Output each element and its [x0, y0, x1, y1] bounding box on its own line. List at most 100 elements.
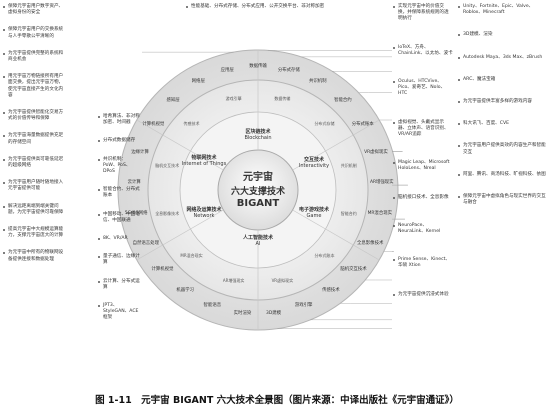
ring-label: 网络层	[191, 79, 205, 85]
spoke-line	[292, 119, 380, 171]
tech-iot: 物联网技术 Internet of Things	[178, 154, 230, 167]
left-mid-note: 哈希算法、非对称加密、时间戳	[98, 114, 140, 126]
ring-label: 共识机制	[308, 79, 327, 85]
ring-label: 感知层	[166, 97, 180, 103]
tech-ai-en: AI	[255, 241, 261, 247]
left-note: 提高元宇宙中大规模运算能力，支撑元宇宙庞大的计算	[3, 227, 65, 239]
inner-ring-label: 数据传输	[274, 96, 291, 102]
left-note: 保障元宇宙用户的交换系统与人手零散公平清晰的	[3, 27, 65, 39]
ring-label: 机器学习	[176, 288, 194, 294]
right-notes-column-b: Unity、Fortnite、Epic、Valve、Roblox、Minecra…	[458, 4, 550, 222]
ring-label: 分布式存储	[277, 67, 300, 73]
ring-label: 传感技术	[322, 288, 340, 294]
ring-label: 游戏引擎	[294, 303, 313, 309]
tech-blockchain-cn: 区块链技术	[245, 129, 271, 135]
right-notes-column-a: 实现元宇宙中的价值交换，并保障系统规则的透明执行 IoTeX、方舟、ChainLi…	[393, 4, 453, 320]
spoke-line	[136, 209, 224, 261]
inner-ring-label: 脑机交互技术	[155, 162, 180, 168]
left-note: 为元宇宙提供高可靠低延迟的超级网络	[3, 157, 65, 169]
inner-ring-label: MR混合现实	[180, 253, 203, 259]
top-notes: 性能基础、分布式存储、分布式应用、公开交换平台、非对称加密	[186, 4, 336, 15]
left-note: 为元宇宙用户随时随地接入元宇宙提供可能	[3, 180, 65, 192]
tech-interactivity-en: Interactivity	[298, 163, 330, 169]
ring-label: 自然语言处理	[132, 240, 159, 246]
left-note: 解决远距离端到端关键问题，为元宇宙提供可靠保障	[3, 204, 65, 216]
inner-ring-label: 分布式账本	[314, 253, 335, 259]
tech-ai: 人工智能技术 AI	[222, 234, 294, 247]
ring-label: 全息影像技术	[357, 240, 384, 246]
ring-label: 边缘计算	[131, 149, 149, 155]
inner-ring-label: 智能合约	[340, 211, 357, 217]
center-title-line3: BIGANT	[236, 198, 280, 209]
center-title: 元宇宙 六大支撑技术 BIGANT	[218, 168, 298, 209]
spoke-line	[136, 119, 224, 171]
inner-ring-label: VR虚拟现实	[271, 277, 294, 283]
ring-label: 脑机交互技术	[340, 267, 367, 273]
ring-label: 智能语音	[203, 303, 222, 309]
left-note: 为元宇宙海量数据提供充足的存储空间	[3, 133, 65, 145]
left-note: 为元宇宙提供智能化交易方式的价值传导和保障	[3, 110, 65, 122]
left-mid-note: 量子通信、边缘计算	[98, 254, 140, 266]
tech-iot-cn: 物联网技术	[191, 155, 217, 161]
ring-label: 计算机视觉	[151, 267, 174, 273]
right-note: 实现元宇宙中的价值交换，并保障系统规则的透明执行	[393, 4, 453, 23]
inner-ring-label: 分布式存储	[314, 120, 335, 126]
tech-game-cn: 电子游戏技术	[298, 207, 329, 213]
tech-blockchain-en: Blockchain	[244, 135, 272, 141]
ring-label: 应用层	[220, 67, 234, 73]
tech-game-en: Game	[306, 213, 322, 219]
tech-network: 网络及运算技术 Network	[178, 206, 230, 219]
left-mid-note: 中国移动、中国电信、中国联通	[98, 212, 140, 224]
right-note: 科大讯飞、百度、CVE	[458, 121, 550, 127]
right-note: Prime Sense、Kinect、华硕 Xtion	[393, 257, 453, 269]
right-note: 虚拟视觉、头戴式显示器、立体声、语音识别、VR/AR追踪	[393, 120, 453, 139]
inner-ring-label: 全息影像技术	[155, 211, 180, 217]
figure-caption: 图 1-11 元宇宙 BIGANT 六大技术全景图（图片来源：中译出版社《元宇宙…	[95, 395, 459, 406]
right-note: 为元宇宙提供丰富多样的游戏内容	[458, 99, 550, 105]
right-note: ARC、魔法宝箱	[458, 77, 550, 83]
right-note: Unity、Fortnite、Epic、Valve、Roblox、Minecra…	[458, 4, 550, 16]
inner-ring-label: 游戏引擎	[225, 96, 242, 102]
ring-label: 5G/6G网络	[124, 211, 148, 217]
tech-blockchain: 区块链技术 Blockchain	[222, 128, 294, 141]
center-title-line1: 元宇宙	[243, 172, 273, 183]
ring-label: 3D建模	[266, 311, 282, 317]
top-note: 性能基础、分布式存储、分布式应用、公开交换平台、非对称加密	[186, 4, 336, 10]
tech-interactivity-cn: 交互技术	[303, 157, 324, 163]
inner-ring-label: AR增强现实	[222, 277, 245, 283]
left-mid-note: 8K、VR/AR	[98, 236, 140, 242]
left-note: 保障元宇宙用户数字资产、虚拟身份的安全	[3, 4, 65, 16]
tech-game: 电子游戏技术 Game	[288, 206, 340, 219]
ring-label: 云计算	[127, 180, 141, 186]
left-note: 为元宇宙中所有的物联网设备提供连接和数据处理	[3, 250, 65, 262]
spoke-lines	[136, 50, 380, 330]
center-title-line2: 六大支撑技术	[230, 187, 285, 197]
left-mid-note: 云计算、分布式运算	[98, 279, 140, 291]
tech-interactivity: 交互技术 Interactivity	[288, 156, 340, 169]
left-note: 用元宇宙万物链接所有用户面交换，提出元宇宙万物，使元宇宙直接产生的文化内容	[3, 74, 65, 99]
tech-network-en: Network	[193, 213, 215, 219]
tech-network-cn: 网络及运算技术	[186, 207, 222, 213]
right-note: Autodesk Maya、3ds Max、zBrush	[458, 55, 550, 61]
inner-ring-label: 传感技术	[183, 120, 200, 126]
right-note: 阿里、腾讯、商汤科技、旷视科技、依图	[458, 172, 550, 178]
inner-ring-label: 共识机制	[340, 162, 357, 168]
left-mid-note: JPT3、StyleGAN、ACE框架	[98, 303, 140, 322]
right-note: 3D建模、渲染	[458, 32, 550, 38]
concentric-ring-diagram	[117, 49, 408, 331]
left-notes-column: 保障元宇宙用户数字资产、虚拟身份的安全保障元宇宙用户的交换系统与人手零散公平清晰…	[3, 4, 65, 274]
ring-label: 分布式账本	[351, 121, 374, 127]
left-mid-note: 分布式数据储存	[98, 138, 140, 144]
ring-label: 智能合约	[334, 97, 352, 103]
right-note: Magic Leap、Microsoft HoloLens、Nreal	[393, 160, 453, 172]
ring-label: VR虚拟现实	[364, 149, 388, 155]
right-note: 为元宇宙用户提供高效的内容生产和智能交互	[458, 143, 550, 155]
ring-label: MR混合现实	[367, 211, 392, 217]
ring-label: 数据传输	[249, 64, 267, 69]
right-note: IoTeX、方舟、ChainLink、以太坊、波卡	[393, 45, 453, 57]
ring-label: 计算机视觉	[142, 121, 165, 127]
left-mid-note: 共识机制：PoW、PoS、DPoS	[98, 157, 140, 176]
tech-ai-cn: 人工智能技术	[242, 235, 273, 241]
right-note: 为元宇宙提供沉浸式体验	[393, 292, 453, 298]
